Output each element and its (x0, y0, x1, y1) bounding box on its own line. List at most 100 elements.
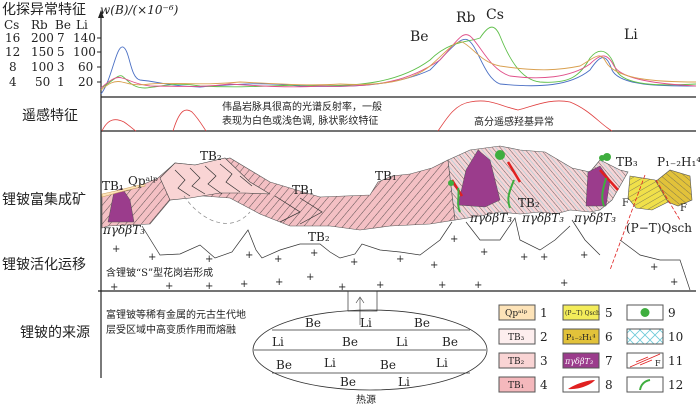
svg-text:+: + (350, 257, 358, 268)
svg-text:+: + (650, 262, 658, 273)
element-label: Be (380, 358, 396, 372)
ore-vein-icon (568, 380, 595, 390)
legend-number: 8 (605, 378, 613, 392)
source-text-2: 层受区域中高变质作用而熔融 (106, 323, 236, 336)
legend-swatch-text: TB₃ (508, 333, 525, 343)
element-label: Be (414, 316, 430, 330)
svg-text:+: + (110, 282, 118, 293)
element-label: Be (442, 335, 458, 349)
svg-text:+: + (474, 280, 482, 291)
peak-label-cs: Cs (486, 7, 504, 23)
cell: 140 (73, 31, 96, 45)
fold-lines (174, 163, 323, 225)
cell: 5 (57, 45, 65, 59)
element-label: Be (305, 316, 321, 330)
svg-text:+: + (310, 248, 318, 259)
geochem-title: 化探异常特征 (2, 2, 86, 18)
cell: 20 (78, 75, 93, 89)
legend-number: 10 (668, 330, 683, 344)
legend-item-6: P₁₋₂H₁⁴ 6 (562, 328, 613, 345)
legend-number: 1 (540, 306, 548, 320)
alteration-net-icon (626, 328, 664, 345)
cell: 100 (73, 45, 96, 59)
svg-text:+: + (245, 250, 253, 261)
cell: 150 (31, 45, 54, 59)
element-label: Li (396, 335, 408, 349)
header-be: Be (55, 18, 71, 32)
magma-source-ellipse (252, 309, 488, 391)
svg-text:+: + (376, 280, 384, 291)
cell: 1 (57, 75, 65, 89)
tb2-layer (159, 157, 271, 201)
tb1-layer (101, 157, 456, 231)
legend-number: 9 (668, 306, 676, 320)
svg-text:+: + (396, 254, 404, 265)
legend-number: 6 (605, 330, 613, 344)
granite-intrusion (457, 149, 501, 208)
element-label: Be (342, 335, 358, 349)
mineral-point-icon (640, 308, 650, 317)
remote-sensing-text-1: 伟晶岩脉具很高的光谱反射率，一般 (222, 100, 382, 113)
element-label: Li (398, 375, 410, 389)
migration-text: 含锂铍“S”型花岗岩形成 (106, 266, 213, 279)
svg-text:+: + (148, 252, 156, 263)
cell: 7 (57, 31, 65, 45)
legend-item-7: πγδβT₃ 7 (562, 352, 613, 369)
svg-text:+: + (306, 272, 314, 283)
label-qsch: (P−T)Qsch (626, 221, 692, 235)
svg-text:+: + (438, 280, 446, 291)
legend-number: 2 (540, 330, 548, 344)
legend-number: 5 (605, 306, 613, 320)
conduit (347, 290, 378, 312)
qsch-layer (627, 175, 669, 211)
legend-number: 7 (605, 354, 613, 368)
svg-text:+: + (205, 281, 213, 292)
label-tb2-low: TB₂ (308, 230, 330, 244)
legend-item-9: 9 (626, 304, 676, 321)
legend-item-4: TB₁ 4 (498, 376, 548, 393)
label-tb1-left: TB₁ (102, 179, 124, 193)
granite-intrusion (107, 187, 135, 223)
legend-item-3: TB₂ 3 (498, 352, 548, 369)
svg-text:+: + (165, 281, 173, 292)
label-granite-3: πγδβT₃ (521, 211, 564, 225)
peak-label-li: Li (624, 27, 638, 43)
cell: 60 (78, 60, 93, 74)
legend-swatch-text: TB₁ (508, 381, 524, 391)
geochem-curves (100, 26, 697, 95)
mineralization-points (448, 150, 611, 186)
svg-text:+: + (580, 250, 588, 261)
label-granite-2: πγδβT₃ (469, 211, 512, 225)
header-li: Li (76, 18, 88, 32)
legend-swatch-text: TB₂ (508, 357, 525, 367)
curve-orange (100, 41, 697, 91)
label-tb1-mid: TB₁ (292, 183, 314, 197)
element-labels: Be Li Be Li Be Li Be Be Li Be Li Be Li (272, 316, 458, 389)
label-tb3: TB₃ (616, 155, 638, 169)
curve-green (100, 26, 697, 89)
legend-item-12: 12 (626, 376, 683, 393)
cell: 4 (9, 75, 17, 89)
svg-text:+: + (480, 247, 488, 258)
label-tb1-right: TB₁ (375, 169, 397, 183)
element-label: Li (324, 356, 336, 370)
source-text-1: 富锂铍等稀有金属的元古生代地 (106, 308, 246, 321)
fault-icon (629, 353, 661, 368)
cell: 16 (5, 31, 20, 45)
cell: 100 (31, 60, 54, 74)
legend-swatch-text: πγδβT₃ (564, 357, 593, 366)
svg-text:+: + (240, 279, 248, 290)
granite-boundary-line (141, 217, 691, 291)
legend: Qpᵃˡᵖ 1 TB₃ 2 TB₂ 3 TB₁ 4 (P−T) Qsch 5 P… (498, 304, 683, 393)
axis-ticks (97, 37, 101, 83)
curve-pink (100, 34, 697, 89)
label-fault-1: F (680, 203, 687, 214)
legend-item-2: TB₃ 2 (498, 328, 548, 345)
remote-sensing-anomaly-text: 高分遥感羟基异常 (474, 115, 554, 128)
cell: 8 (9, 60, 17, 74)
quaternary-layer (101, 183, 146, 198)
svg-text:+: + (670, 277, 678, 288)
element-label: Be (276, 358, 292, 372)
